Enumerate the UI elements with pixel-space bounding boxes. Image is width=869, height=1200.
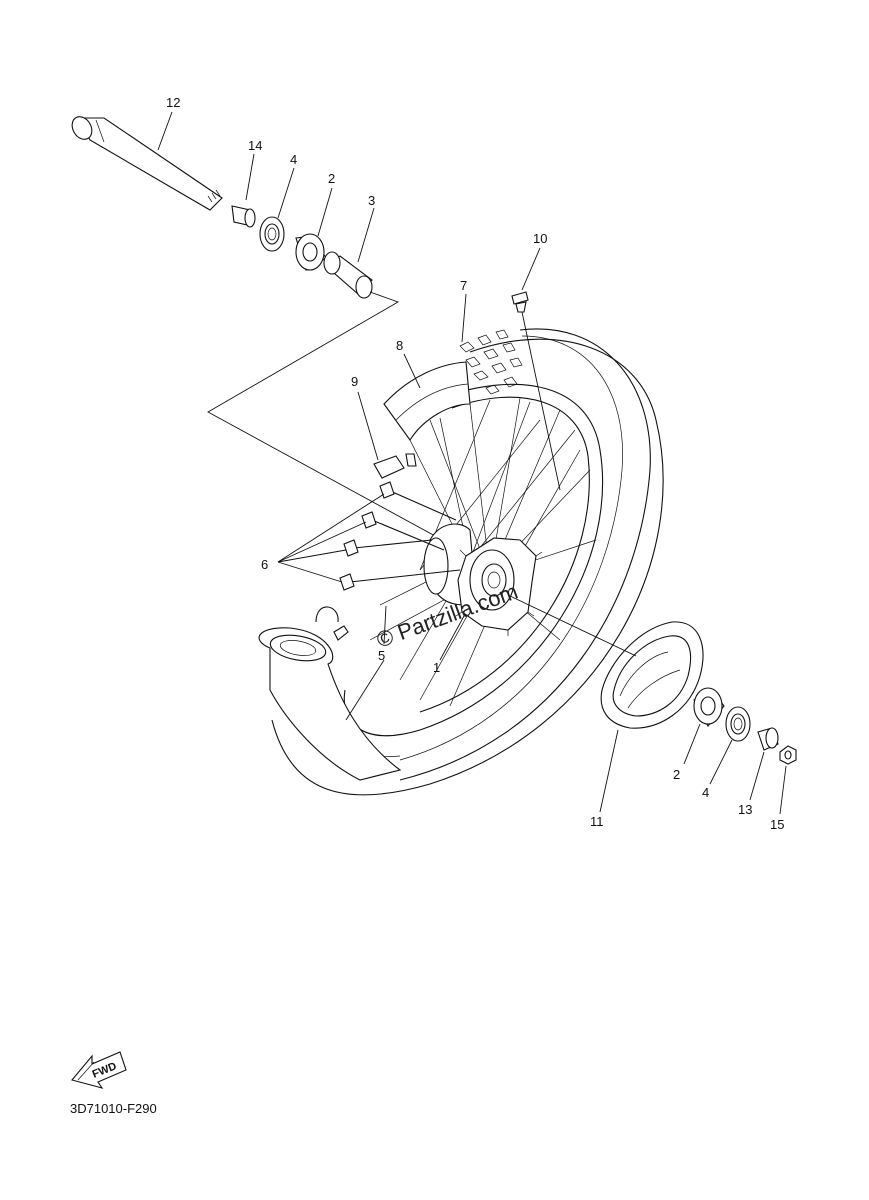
callout-5: 5 [378,648,385,663]
callout-2: 2 [328,171,335,186]
fwd-arrow-icon: FWD [71,1051,127,1089]
spoke-set-part-6[interactable] [339,481,461,591]
axle-part-12[interactable] [68,113,223,211]
callout-13: 13 [738,802,752,817]
callout-leader-lines [157,111,787,815]
callout-labels: 12 14 4 2 3 10 7 8 9 6 5 1 11 2 4 13 15 [166,95,784,832]
rim-band-part-8[interactable] [383,361,471,441]
callout-15: 15 [770,817,784,832]
callout-3: 3 [368,193,375,208]
bearing-part-2-right[interactable] [693,687,725,727]
nut-part-15[interactable] [779,745,797,765]
callout-9: 9 [351,374,358,389]
band-part-9[interactable] [373,453,417,479]
callout-4: 4 [702,785,709,800]
collar-part-13[interactable] [757,727,779,751]
callout-10: 10 [533,231,547,246]
tube-part-5[interactable] [258,606,402,781]
oil-seal-part-4-right[interactable] [725,706,751,742]
nipple-part-10[interactable] [511,291,529,313]
collar-part-14[interactable] [231,205,256,228]
callout-8: 8 [396,338,403,353]
bearing-part-2-left[interactable] [295,233,327,271]
callout-2: 2 [673,767,680,782]
hub-cover-part-11[interactable] [600,621,704,729]
spacer-part-3[interactable] [323,251,373,299]
callout-6: 6 [261,557,268,572]
callout-14: 14 [248,138,262,153]
callout-11: 11 [590,814,604,829]
callout-12: 12 [166,95,180,110]
callout-1: 1 [433,660,440,675]
hub-part-1[interactable] [423,523,543,636]
figure-code: 3D71010-F290 [70,1101,157,1116]
assembly-leader-right [509,595,637,657]
callout-4: 4 [290,152,297,167]
assembly-leader-left [207,291,491,567]
callout-7: 7 [460,278,467,293]
oil-seal-part-4-left[interactable] [259,216,285,252]
